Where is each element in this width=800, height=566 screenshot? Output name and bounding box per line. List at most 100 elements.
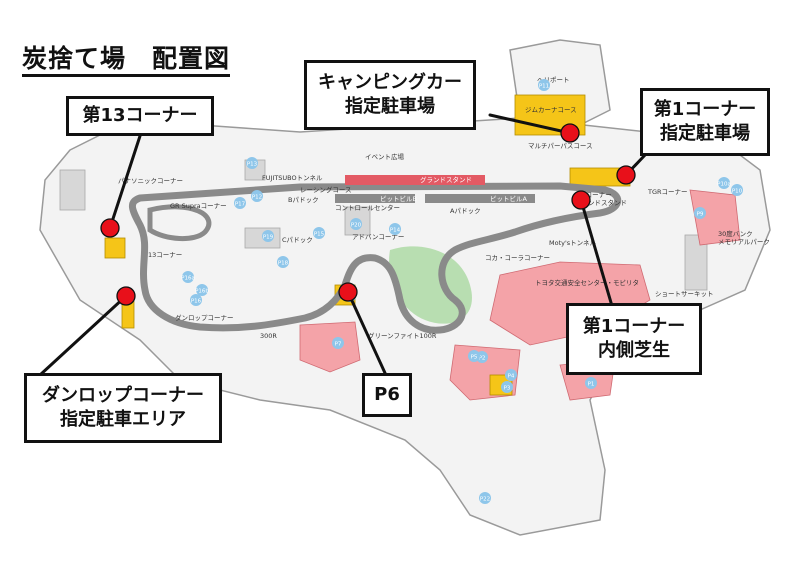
parking-label-p10: P10: [732, 188, 743, 194]
infield-grass: [389, 246, 472, 324]
pit-building-a: [425, 194, 535, 203]
map-label-bank30: 30度バンク メモリアルパーク: [718, 229, 770, 246]
parking-label-p15: P15: [314, 231, 325, 237]
callout-dunlop-line1: ダンロップコーナー: [42, 384, 204, 406]
map-label-grandstand: グランドスタンド: [420, 175, 472, 184]
map-label-coca-cola: コカ・コーラコーナー: [485, 254, 550, 262]
parking-label-p1: P1: [588, 381, 595, 387]
map-label-advan: アドバンコーナー: [352, 233, 404, 241]
map-label-gr-supra: GR Supraコーナー: [170, 202, 227, 210]
parking-pin-p4: [505, 369, 517, 381]
parking-label-p22: P22: [480, 496, 490, 502]
parking-label-p19: P19: [263, 234, 274, 240]
bank30-line2: メモリアルパーク: [718, 238, 770, 246]
map-label-heliport: ヘリポート: [537, 76, 570, 84]
parking-label-p14: P14: [390, 227, 401, 233]
parking-pin-p16a: [182, 271, 194, 283]
parking-label-p11: P11: [539, 83, 549, 89]
map-label-fujitsubo: FUJITSUBOトンネル: [262, 174, 323, 182]
callout-camping-line2: 指定駐車場: [345, 96, 435, 117]
marker-corner1-inside: [571, 190, 591, 210]
parking-pin-p3: [501, 381, 513, 393]
parking-label-p2: P2: [479, 355, 486, 361]
parking-label-p7: P7: [335, 341, 342, 347]
parking-pin-p13: [246, 157, 258, 169]
map-label-gymkhana: ジムカーナコース: [525, 106, 577, 114]
map-label-pit-b: ピットビルB: [380, 194, 417, 203]
yellow-zone-corner13: [104, 237, 126, 259]
leader-line-corner13: [108, 134, 142, 230]
callout-p6-line1: P6: [374, 383, 400, 405]
callout-corner1-inside-line1: 第1コーナー: [582, 315, 686, 337]
marker-p6: [338, 282, 358, 302]
parking-label-p16b: P16b: [195, 288, 209, 294]
pink-zone-p7: [299, 321, 361, 373]
parking-pin-p15: [313, 227, 325, 239]
parking-pin-p17: [234, 197, 246, 209]
parking-label-p10a: P10a: [717, 181, 731, 187]
first-corner-stand-line2: グランドスタンド: [575, 198, 627, 207]
parking-label-p16a: P16a: [181, 275, 195, 281]
callout-corner1-parking-line1: 第1コーナー: [653, 98, 757, 120]
map-label-multipurpose: マルチパーパスコース: [528, 142, 593, 150]
callout-camping-line1: キャンピングカー: [318, 71, 462, 93]
leader-line-corner1-inside: [579, 198, 614, 308]
map-label-corner13: 13コーナー: [148, 251, 182, 259]
building-block: [59, 169, 86, 211]
parking-label-p16: P16: [191, 298, 202, 304]
map-label-short-circuit: ショートサーキット: [655, 290, 714, 298]
map-label-c-paddock: Cパドック: [282, 236, 313, 244]
map-label-tgr-corner: TGRコーナー: [647, 188, 688, 196]
parking-pin-p16b: [196, 284, 208, 296]
inner-loop: [147, 204, 212, 241]
marker-corner1-parking: [616, 165, 636, 185]
parking-label-p17: P17: [235, 201, 246, 207]
grandstand: [345, 175, 485, 185]
leader-line-dunlop: [38, 294, 128, 377]
map-label-300r: 300R: [260, 332, 277, 340]
map-label-dunlop: ダンロップコーナー: [175, 313, 234, 322]
parking-pin-p14: [389, 223, 401, 235]
parking-pin-p9: [694, 207, 706, 219]
leader-line-p6: [346, 290, 387, 375]
map-label-racing-course: レーシングコース: [300, 185, 352, 194]
marker-corner13: [100, 218, 120, 238]
map-label-toyota-center: トヨタ交通安全センター・モビリタ: [535, 278, 639, 287]
parking-pin-p22: [479, 492, 491, 504]
callout-dunlop-line2: 指定駐車エリア: [60, 409, 186, 430]
parking-pin-p10: [731, 184, 743, 196]
callout-dunlop-area: ダンロップコーナー 指定駐車エリア: [24, 373, 222, 443]
parking-pin-p11: [538, 79, 550, 91]
parking-pin-p12: [251, 190, 263, 202]
parking-pin-p10a: [718, 177, 730, 189]
parking-label-p12: P12: [252, 194, 262, 200]
map-label-control-center: コントロールセンター: [335, 203, 400, 212]
callout-p6: P6: [362, 373, 412, 417]
parking-pin-p1: [585, 377, 597, 389]
callout-corner1-inside-line2: 内側芝生: [598, 340, 670, 361]
map-label-moty: Moty'sトンネル: [549, 239, 597, 247]
map-label-first-corner-stand: 第1コーナー グランドスタンド: [575, 190, 627, 207]
pit-building-b: [335, 194, 415, 203]
racing-course: [129, 182, 621, 334]
parking-pin-p18: [277, 256, 289, 268]
parking-label-p4: P4: [508, 373, 515, 379]
parking-label-p13: P13: [247, 161, 258, 167]
building-block: [684, 234, 708, 291]
callout-corner1-parking: 第1コーナー 指定駐車場: [640, 88, 770, 156]
map-label-green-fight: グリーンファイト100R: [368, 331, 437, 340]
bank30-line1: 30度バンク: [718, 229, 753, 238]
parking-pin-p7: [332, 337, 344, 349]
parking-pins: P1P2P3P4P5P6P7P9P10P10aP11P12P13P14P15P1…: [181, 79, 743, 504]
callout-corner1-parking-line2: 指定駐車場: [660, 123, 750, 144]
callout-corner13-line1: 第13コーナー: [82, 104, 198, 126]
first-corner-stand-line1: 第1コーナー: [575, 190, 612, 199]
parking-pin-p5: [468, 350, 480, 362]
map-label-b-paddock: Bパドック: [288, 196, 319, 204]
parking-pin-p16: [190, 294, 202, 306]
leader-line-camping: [488, 113, 572, 135]
map-label-a-paddock: Aパドック: [450, 207, 481, 215]
callout-corner13: 第13コーナー: [66, 96, 214, 136]
parking-label-p20: P20: [351, 222, 362, 228]
parking-label-p5: P5: [471, 354, 478, 360]
